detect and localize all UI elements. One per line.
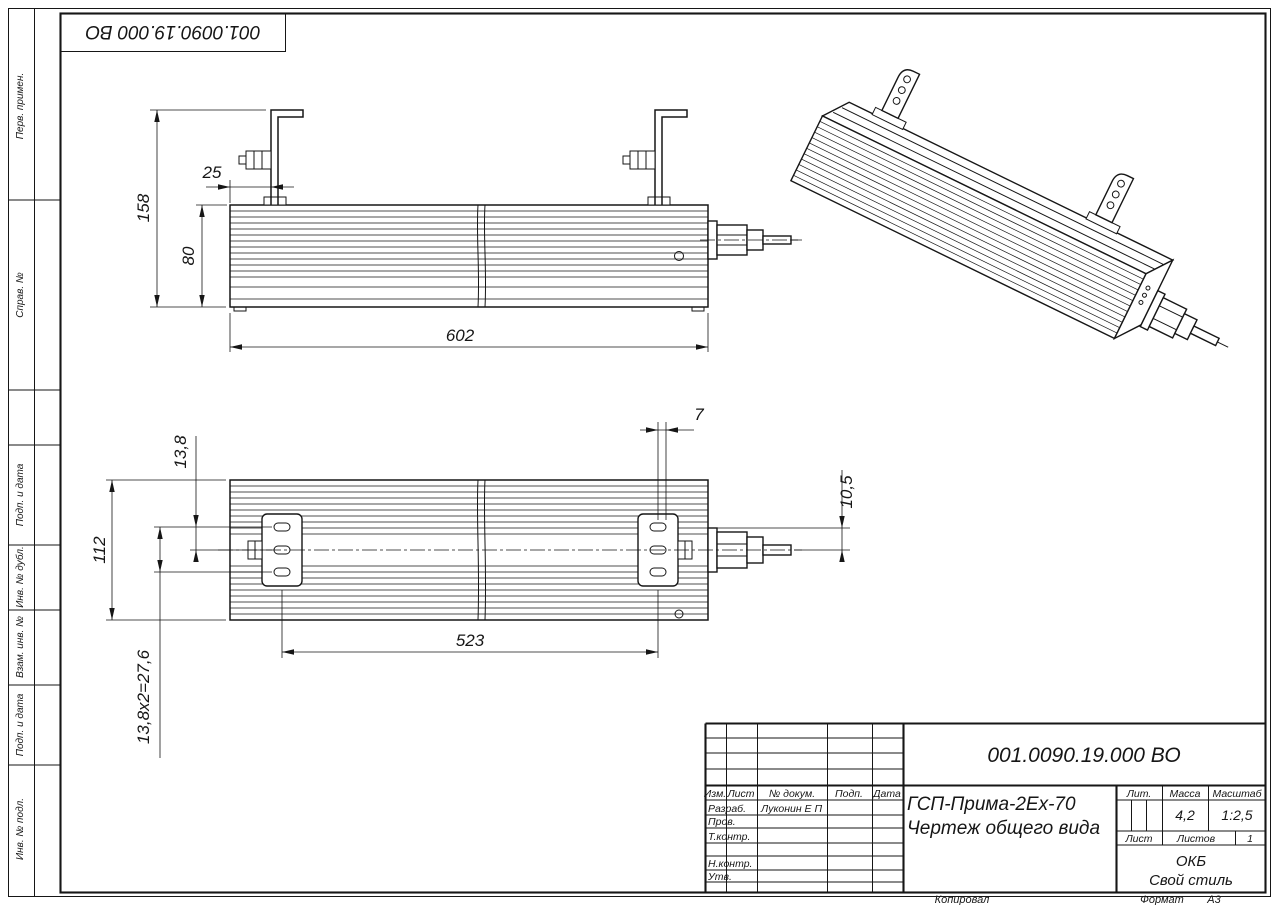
top-stamp: 001.0090.19.000 ВО (60, 13, 286, 52)
front-foot-left (233, 306, 247, 312)
massa-label: Масса (1169, 788, 1200, 800)
dim-10-5: 10,5 (837, 475, 856, 509)
front-screw (674, 251, 684, 261)
iso-cable-gland (1139, 289, 1229, 348)
dim-27-6: 13,8х2=27,6 (134, 649, 153, 744)
dim-13-8: 13,8 (171, 435, 190, 469)
dim-7: 7 (694, 405, 704, 424)
format-value: А3 (1206, 894, 1221, 905)
row-utv: Утв. (707, 871, 732, 883)
front-view-fins (230, 210, 708, 300)
bottom-view-fins (230, 485, 708, 615)
margin-label-inv-podl: Инв. № подл. (15, 798, 26, 860)
dim-602: 602 (446, 326, 475, 345)
bottom-screw (674, 609, 684, 619)
dim-25: 25 (202, 163, 222, 182)
dim-80: 80 (179, 246, 198, 265)
footer-labels: Копировал Формат А3 (935, 894, 1222, 905)
masshtab-value: 1:2,5 (1221, 807, 1252, 823)
margin-label-podp-data-2: Подп. и дата (15, 693, 26, 756)
iso-fins (793, 121, 1144, 334)
front-bracket-left (238, 109, 304, 206)
org-line2: Свой стиль (1149, 872, 1233, 889)
dim-523: 523 (456, 631, 485, 650)
margin-label-vzam-inv: Взам. инв. № (15, 616, 26, 678)
title-product-name: ГСП-Прима-2Ex-70 (907, 794, 1076, 815)
margin-label-sprav-no: Справ. № (15, 272, 26, 318)
front-foot-right (691, 306, 705, 312)
list-label: Лист (1124, 833, 1152, 845)
row-razrab: Разраб. (708, 803, 746, 815)
dim-158: 158 (134, 193, 153, 222)
org-line1: ОКБ (1176, 853, 1207, 870)
title-doc-type: Чертеж общего вида (907, 818, 1100, 839)
row-prov: Пров. (708, 816, 736, 828)
margin-label-inv-dubl: Инв. № дубл. (14, 546, 26, 608)
isometric-view (789, 62, 1229, 348)
dim-112: 112 (90, 536, 109, 564)
row-tkontr: Т.контр. (708, 831, 750, 843)
col-izm: Изм. (704, 788, 726, 800)
sheet-frame (8, 8, 1271, 897)
title-block: 001.0090.19.000 ВО ГСП-Прима-2Ex-70 Черт… (704, 722, 1266, 893)
bottom-view-dimensions: 112 13,8 13,8х2=27,6 523 7 10,5 (90, 405, 856, 758)
title-doc-number: 001.0090.19.000 ВО (987, 744, 1180, 767)
col-list: Лист (726, 788, 754, 800)
margin-label-podp-data-1: Подп. и дата (15, 463, 26, 526)
format-label: Формат (1140, 894, 1184, 905)
bottom-view (218, 479, 802, 621)
margin-label-perv-primen: Перв. примен. (15, 73, 26, 139)
listov-value: 1 (1247, 833, 1253, 845)
top-stamp-number: 001.0090.19.000 ВО (85, 21, 260, 42)
masshtab-label: Масштаб (1212, 788, 1262, 800)
front-bracket-right (622, 109, 688, 206)
left-margin-column: Перв. примен. Справ. № Подп. и дата Инв.… (14, 73, 26, 860)
kopiroval-label: Копировал (935, 894, 990, 905)
col-podp: Подп. (835, 788, 863, 800)
listov-label: Листов (1176, 833, 1216, 845)
col-doc: № докум. (769, 788, 815, 800)
massa-value: 4,2 (1175, 807, 1195, 823)
front-break-lines (476, 204, 487, 308)
front-view (229, 109, 802, 312)
front-view-dimensions: 602 158 80 25 (134, 109, 709, 352)
row-nkontr: Н.контр. (708, 858, 752, 870)
bottom-break-lines (476, 479, 487, 621)
razrab-name: Луконин Е П (760, 803, 822, 815)
lit-label: Лит. (1126, 788, 1152, 800)
col-data: Дата (872, 788, 901, 800)
front-cable-gland (700, 220, 802, 260)
